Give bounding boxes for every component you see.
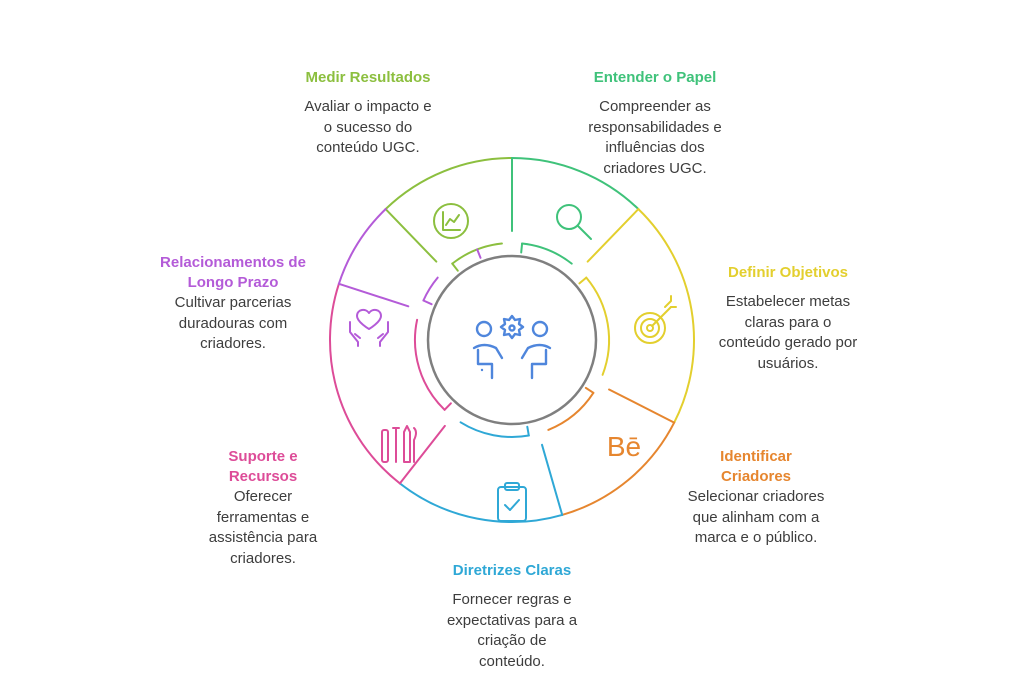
segment-outer-arc-definir	[637, 208, 695, 424]
label-definir: Definir Objetivos Estabelecer metas clar…	[688, 263, 888, 374]
target-icon	[634, 295, 677, 344]
segment-spoke-identificar	[608, 388, 676, 424]
label-medir: Medir Resultados Avaliar o impacto e o s…	[268, 68, 468, 159]
label-identificar: Identificar Criadores Selecionar criador…	[676, 447, 836, 549]
segment-notch-relacionamentos	[422, 299, 433, 306]
segment-notch-suporte	[443, 402, 452, 411]
label-title-entender: Entender o Papel	[593, 69, 717, 86]
segment-notch-definir	[578, 276, 588, 285]
label-title-definir: Definir Objetivos	[727, 264, 849, 281]
segment-inner-arc-diretrizes	[459, 421, 530, 438]
segment-notch-medir	[451, 262, 459, 272]
segment-inner-arc-entender	[521, 242, 573, 265]
segment-inner-arc-relacionamentos	[422, 276, 439, 302]
segment-inner-arc-identificar	[547, 391, 595, 431]
hands-heart-icon	[349, 308, 389, 347]
label-desc-identificar: Selecionar criadores que alinham com a m…	[687, 488, 825, 546]
segment-spoke-diretrizes	[541, 443, 564, 516]
label-desc-entender: Compreender as responsabilidades e influ…	[588, 98, 722, 177]
label-desc-relacionamentos: Cultivar parcerias duradouras com criado…	[174, 294, 292, 352]
label-desc-definir: Estabelecer metas claras para o conteúdo…	[718, 293, 858, 372]
team-collaboration-icon	[472, 314, 552, 380]
segment-outer-arc-suporte	[329, 282, 401, 485]
label-title-identificar: Identificar Criadores	[720, 448, 792, 485]
segment-notch-diretrizes	[526, 425, 530, 437]
segment-spoke-relacionamentos	[337, 282, 410, 308]
segment-spoke-definir	[586, 208, 640, 263]
label-desc-medir: Avaliar o impacto e o sucesso do conteúd…	[304, 98, 432, 156]
label-suporte: Suporte e Recursos Oferecer ferramentas …	[198, 447, 328, 569]
segment-spoke-medir	[384, 208, 438, 263]
segment-notch-identificar	[584, 386, 595, 394]
label-diretrizes: Diretrizes Claras Fornecer regras e expe…	[412, 561, 612, 672]
wheel-segments	[329, 157, 695, 523]
segment-spoke-suporte	[398, 424, 446, 485]
segment-outer-arc-entender	[511, 157, 640, 211]
label-relacionamentos: Relacionamentos de Longo Prazo Cultivar …	[158, 253, 308, 355]
segment-outer-arc-identificar	[561, 421, 676, 516]
label-title-medir: Medir Resultados	[305, 69, 431, 86]
segment-inner-arc-medir	[451, 242, 503, 265]
magnifier-icon	[556, 204, 592, 240]
segment-notch-entender	[520, 242, 524, 254]
label-title-diretrizes: Diretrizes Claras	[452, 562, 572, 579]
label-entender: Entender o Papel Compreender as responsa…	[555, 68, 755, 179]
hub-circle	[426, 254, 598, 426]
label-desc-suporte: Oferecer ferramentas e assistência para …	[208, 488, 318, 567]
segment-outer-arc-diretrizes	[398, 482, 564, 523]
segment-inner-arc-suporte	[414, 318, 446, 411]
behance-icon: Bē	[607, 431, 641, 462]
segment-outer-arc-medir	[384, 157, 513, 211]
segment-notch-relacionamentos	[476, 248, 482, 259]
segment-outer-arc-relacionamentos	[337, 208, 387, 285]
art-tools-icon	[381, 425, 417, 463]
label-desc-diretrizes: Fornecer regras e expectativas para a cr…	[446, 591, 578, 670]
clipboard-check-icon	[497, 482, 527, 522]
label-title-relacionamentos: Relacionamentos de Longo Prazo	[160, 254, 306, 291]
label-title-suporte: Suporte e Recursos	[228, 448, 298, 485]
segment-inner-arc-definir	[585, 276, 610, 376]
line-chart-icon	[433, 203, 469, 239]
